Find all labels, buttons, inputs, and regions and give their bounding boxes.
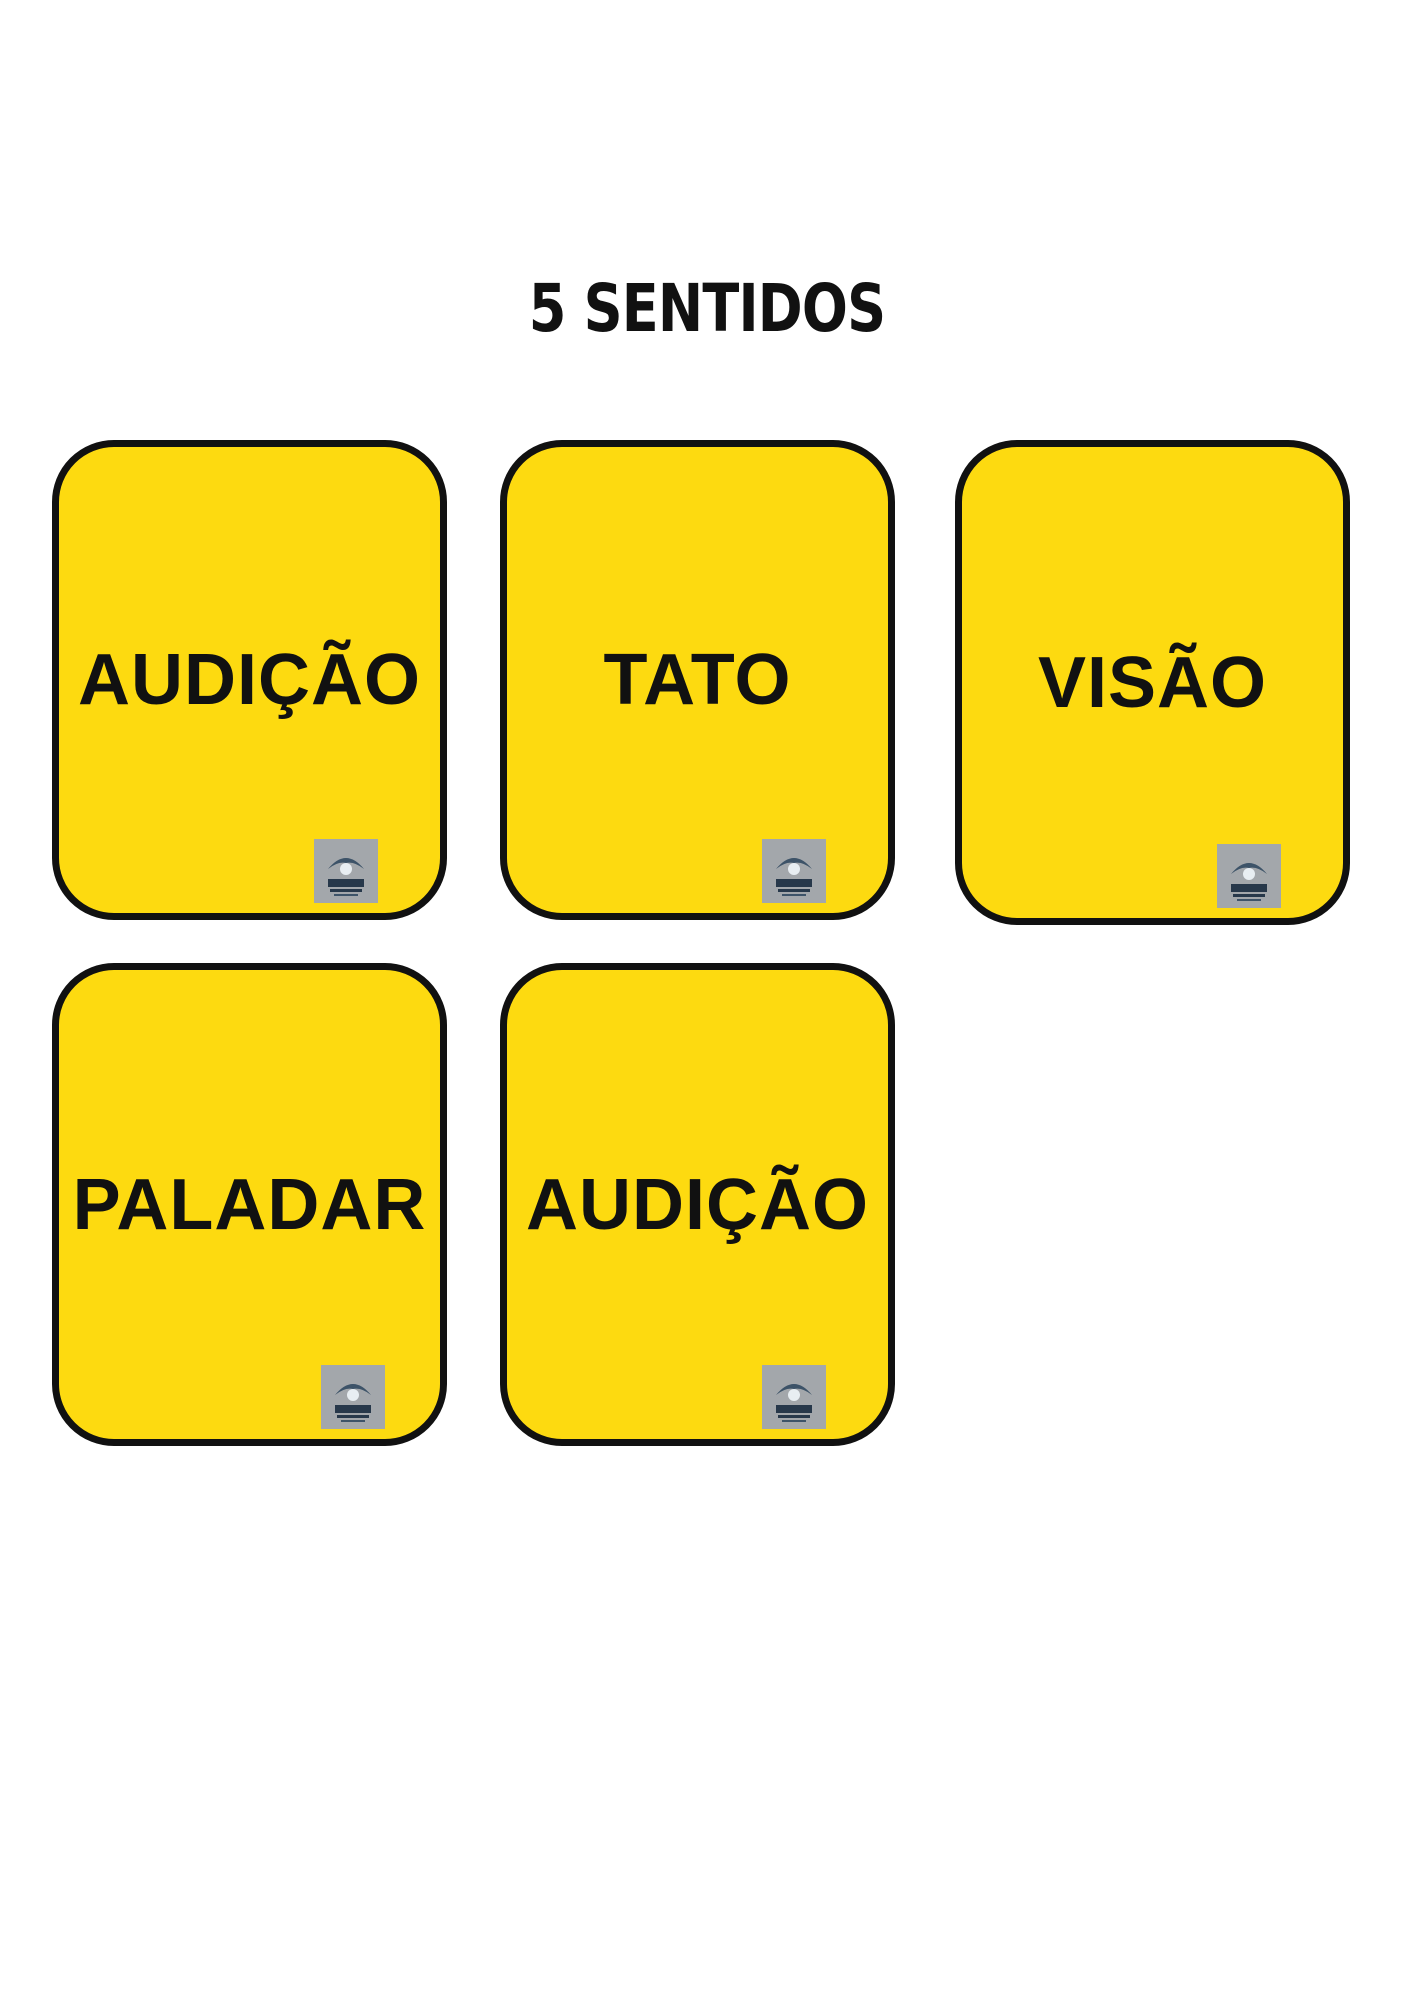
card-label: VISÃO: [1037, 642, 1268, 723]
card-label: AUDIÇÃO: [78, 640, 421, 720]
school-logo-icon: [1217, 844, 1281, 908]
school-logo-icon: [314, 839, 378, 903]
school-logo-icon: [762, 1365, 826, 1429]
card-label: PALADAR: [72, 1164, 427, 1245]
page-title: 5 SENTIDOS: [528, 270, 886, 347]
card-5[interactable]: AUDIÇÃO: [500, 963, 895, 1446]
card-2[interactable]: TATO: [500, 440, 895, 920]
school-logo-icon: [321, 1365, 385, 1429]
card-4[interactable]: PALADAR: [52, 963, 447, 1446]
card-label: TATO: [603, 640, 792, 720]
school-logo-icon: [762, 839, 826, 903]
card-label: AUDIÇÃO: [526, 1164, 869, 1245]
card-3[interactable]: VISÃO: [955, 440, 1350, 925]
card-1[interactable]: AUDIÇÃO: [52, 440, 447, 920]
